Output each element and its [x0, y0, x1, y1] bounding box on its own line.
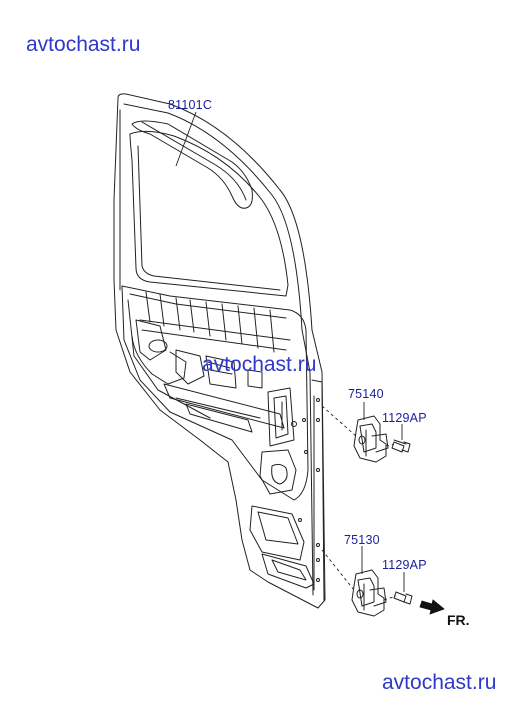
label-lower-bolt: 1129AP [382, 558, 427, 572]
inner-panel [121, 285, 309, 501]
handle-cavity [135, 319, 167, 361]
label-75140: 75140 [348, 387, 384, 401]
upper-slot [131, 120, 253, 209]
hinge-flange [311, 379, 325, 601]
latch-pocket [267, 387, 295, 447]
upper-bolt [391, 439, 407, 453]
window-opening [129, 130, 289, 297]
label-81101C: 81101C [168, 98, 213, 112]
lower-bolt [393, 591, 407, 603]
direction-label: FR. [447, 612, 470, 628]
watermark-middle: avtochast.ru [202, 353, 317, 376]
lower-pocket [249, 505, 305, 561]
fr-arrow-icon [419, 599, 445, 615]
watermark-top: avtochast.ru [26, 33, 141, 56]
leader-81101C [175, 111, 197, 167]
watermark-bottom: avtochast.ru [382, 671, 497, 694]
label-upper-bolt: 1129AP [382, 411, 427, 425]
lower-hinge [351, 569, 385, 617]
upper-hinge [353, 415, 387, 463]
door-inner-flange [123, 103, 314, 596]
door-outer-outline [113, 93, 326, 609]
label-75130: 75130 [344, 533, 380, 547]
